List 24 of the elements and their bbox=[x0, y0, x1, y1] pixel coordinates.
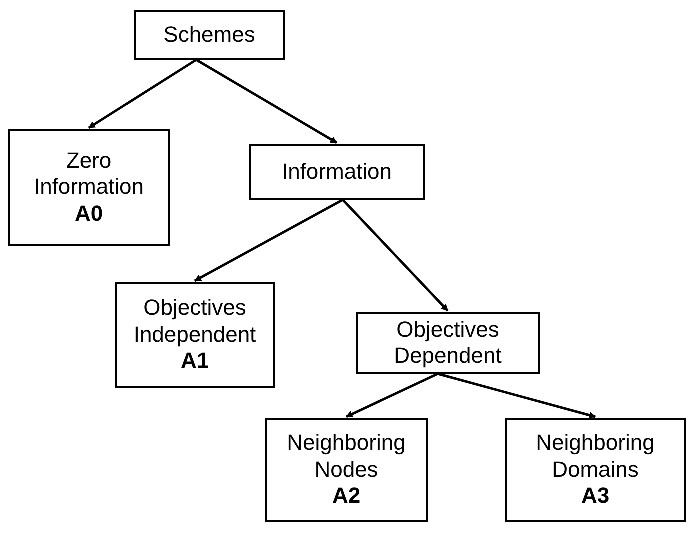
scheme-code: A0 bbox=[74, 200, 104, 228]
arrow bbox=[88, 58, 198, 130]
arrow bbox=[346, 372, 439, 418]
category-box bbox=[505, 418, 686, 522]
scheme-code: A3 bbox=[581, 483, 610, 510]
category-label: Neighboring Nodes bbox=[286, 430, 407, 484]
arrow bbox=[194, 198, 344, 282]
category-box bbox=[356, 312, 540, 374]
category-label: Objectives Dependent bbox=[393, 316, 503, 370]
category-box bbox=[115, 282, 275, 388]
category-box bbox=[265, 418, 428, 522]
category-label: Zero Information bbox=[32, 148, 146, 201]
arrow bbox=[438, 372, 596, 419]
arrow bbox=[342, 199, 449, 312]
category-label: Neighboring Domains bbox=[535, 430, 656, 484]
category-box bbox=[249, 144, 425, 200]
category-label: Objectives Independent bbox=[132, 295, 258, 348]
category-label: Information bbox=[282, 158, 392, 186]
scheme-code: A1 bbox=[180, 348, 210, 375]
arrow bbox=[196, 58, 338, 144]
category-box bbox=[134, 10, 285, 60]
category-label: Schemes bbox=[164, 22, 256, 48]
scheme-code: A2 bbox=[332, 483, 361, 510]
category-box bbox=[8, 129, 170, 246]
